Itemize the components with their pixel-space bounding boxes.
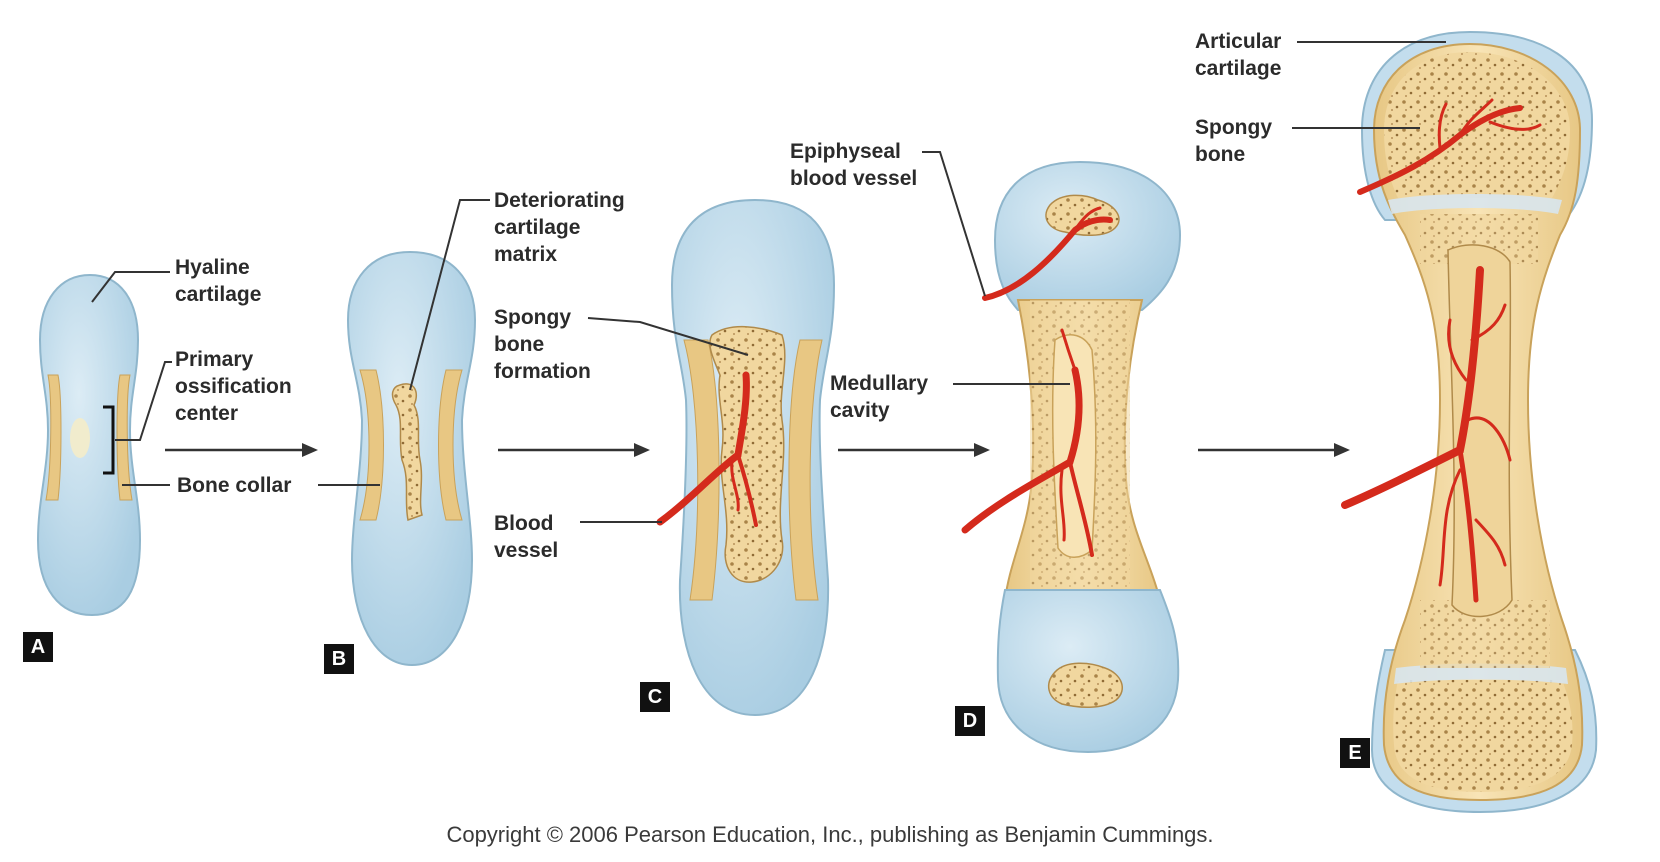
label-line: matrix [494, 243, 558, 266]
label-line: Blood [494, 512, 554, 535]
leader-primary-ossification [115, 361, 172, 441]
label-line: Spongy [494, 306, 571, 329]
copyright-notice: Copyright © 2006 Pearson Education, Inc.… [446, 822, 1214, 847]
label-hyaline-cartilage: Hyaline cartilage [175, 254, 261, 308]
label-line: cartilage [175, 283, 262, 306]
label-line: Medullary [830, 372, 929, 395]
label-line: cavity [830, 399, 890, 422]
label-spongy-bone-formation: Spongy bone formation [494, 304, 591, 385]
label-line: Primary [175, 348, 254, 371]
ossification-bracket [103, 405, 115, 475]
label-line: blood vessel [790, 167, 918, 190]
label-bone-collar: Bone collar [177, 474, 292, 497]
label-line: vessel [494, 539, 559, 562]
label-articular-cartilage: Articular cartilage [1195, 28, 1281, 82]
stage-tag-c: C [640, 682, 670, 712]
label-deteriorating-cartilage-matrix: Deteriorating cartilage matrix [494, 187, 625, 268]
stage-tag-e: E [1340, 738, 1370, 768]
stage-tag-b: B [324, 644, 354, 674]
leader-spongy-bone-formation [587, 317, 749, 356]
arrow-d-e [1198, 443, 1350, 457]
label-medullary-cavity: Medullary cavity [830, 370, 928, 424]
label-epiphyseal-blood-vessel: Epiphyseal blood vessel [790, 138, 917, 192]
leader-epiphyseal-vessel [922, 151, 986, 297]
stage-tag-a: A [23, 632, 53, 662]
leader-deteriorating-matrix [409, 199, 490, 391]
stage-tag-d: D [955, 706, 985, 736]
label-line: center [175, 402, 239, 425]
label-line: Articular [1195, 30, 1282, 53]
label-line: Deteriorating [494, 189, 625, 212]
label-spongy-bone: Spongy bone [1195, 114, 1272, 168]
label-line: ossification [175, 375, 292, 398]
label-line: Epiphyseal [790, 140, 901, 163]
label-line: Spongy [1195, 116, 1272, 139]
label-primary-ossification-center: Primary ossification center [175, 346, 292, 427]
stage-c-bone [656, 198, 836, 717]
label-blood-vessel: Blood vessel [494, 510, 558, 564]
label-line: bone [1195, 143, 1246, 166]
label-line: cartilage [494, 216, 581, 239]
arrow-a-b [165, 443, 318, 457]
leader-hyaline-cartilage [91, 271, 170, 303]
stage-e-bone [1341, 30, 1598, 814]
arrow-c-d [838, 443, 990, 457]
stage-b-bone [346, 250, 477, 667]
stage-d-bone [961, 160, 1182, 754]
label-line: formation [494, 360, 591, 383]
arrow-b-c [498, 443, 650, 457]
stage-a-bone [36, 273, 142, 617]
label-line: bone [494, 333, 545, 356]
label-line: cartilage [1195, 57, 1282, 80]
label-line: Hyaline [175, 256, 250, 279]
